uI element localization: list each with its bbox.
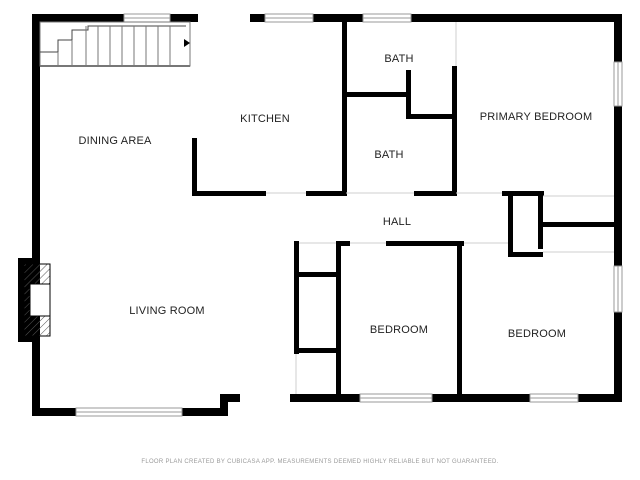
fireplace [18,258,51,342]
footer-disclaimer: FLOOR PLAN CREATED BY CUBICASA APP. MEAS… [141,459,499,465]
bath-lower-label: BATH [374,149,404,161]
stairs [39,21,191,67]
bath-top-label: BATH [384,53,414,65]
bedroom-mid-label: BEDROOM [369,324,429,336]
interior-walls [192,22,614,394]
exterior-walls [32,14,622,416]
hall-label: HALL [382,216,412,228]
living-room-label: LIVING ROOM [129,305,205,317]
primary-bedroom-label: PRIMARY BEDROOM [479,111,593,123]
kitchen-label: KITCHEN [240,113,290,125]
bedroom-right-label: BEDROOM [507,328,567,340]
windows [75,13,623,417]
dining-area-label: DINING AREA [78,135,152,147]
door-openings [266,22,614,394]
